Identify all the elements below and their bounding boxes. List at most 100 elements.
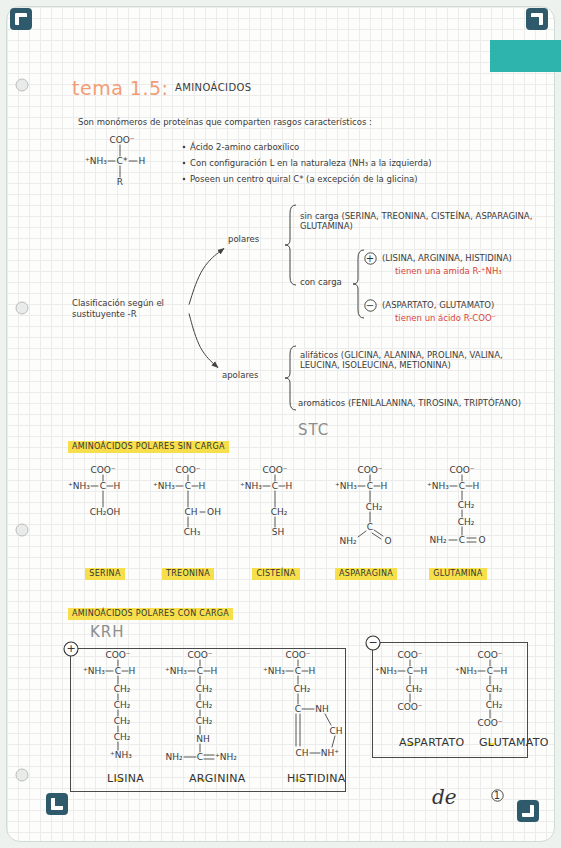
formula-text: ⁺NH₃ xyxy=(83,666,105,677)
formula-text: CH₂ xyxy=(406,684,423,695)
highlight-band: AMINOÁCIDOS POLARES CON CARGA xyxy=(68,608,233,620)
formula-text: H xyxy=(286,481,293,492)
highlight-band: GLUTAMINA xyxy=(429,568,486,580)
formula-text: C xyxy=(197,752,203,763)
formula-text: CH₂ xyxy=(114,732,131,743)
formula-text: H xyxy=(139,156,146,167)
formula-text: CH xyxy=(184,507,197,518)
page-tab xyxy=(490,40,561,72)
bond-line xyxy=(91,475,113,507)
node-text: 1 xyxy=(491,789,504,802)
heading-text: AMINOÁCIDOS xyxy=(175,82,252,94)
formula-text: CH₂ xyxy=(271,507,288,518)
formula-text: H xyxy=(114,481,121,492)
formula-text: CH₂ xyxy=(486,700,503,711)
formula-text: H xyxy=(421,666,428,677)
formula-text: C xyxy=(459,535,465,546)
formula-text: ⁺NH₃ xyxy=(165,666,187,677)
bullet-dot xyxy=(183,178,186,181)
notebook-page xyxy=(6,6,555,842)
formula-text: CH₂ xyxy=(196,700,213,711)
note-text: Poseen un centro quiral C* (a excepción … xyxy=(190,174,418,184)
node-text: − xyxy=(365,635,381,651)
corner-icon xyxy=(55,798,63,806)
formula-text: ⁺NH₃ xyxy=(335,481,357,492)
highlight-band: TREONINA xyxy=(162,568,214,580)
formula-text: C xyxy=(115,666,121,677)
tree-arrow xyxy=(189,249,224,305)
formula-text: CH₂ xyxy=(294,684,311,695)
node-text: AMINOÁCIDOS POLARES CON CARGA xyxy=(72,609,229,618)
punch-hole xyxy=(16,79,28,91)
formula-text: C xyxy=(185,481,191,492)
node-text: + xyxy=(63,641,79,657)
node-text: LISINA xyxy=(107,771,123,787)
formula-text: ⁺NH₃ xyxy=(263,666,285,677)
formula-text: NH⁺ xyxy=(321,748,339,759)
highlight-band: ASPARAGINA xyxy=(335,568,397,580)
formula-text: COO⁻ xyxy=(90,465,115,476)
bond-line xyxy=(184,660,214,759)
corner-icon xyxy=(517,800,539,822)
formula-text: CH₂ xyxy=(114,684,131,695)
formula-text: COO⁻ xyxy=(109,135,134,146)
corner-icon xyxy=(19,17,27,25)
formula-text: C xyxy=(459,481,465,492)
node-text: GLUTAMATO xyxy=(479,735,495,751)
formula-text: COO⁻ xyxy=(262,465,287,476)
formula-text: COO⁻ xyxy=(477,650,502,661)
node-text: ASPARTATO xyxy=(399,735,415,751)
charge-circle: 1 xyxy=(491,789,504,802)
formula-text: ⁺NH₃ xyxy=(110,750,132,761)
highlight-band: HISTIDINA xyxy=(295,779,303,781)
formula-text: C xyxy=(295,704,301,715)
note-text: (ASPARTATO, GLUTAMATO) xyxy=(382,300,494,310)
formula-text: ⁺NH₂ xyxy=(215,752,237,763)
formula-text: ⁺NH₃ xyxy=(240,481,262,492)
highlight-band: LISINA xyxy=(115,779,123,781)
formula-text: CH₂ xyxy=(458,517,475,528)
formula-text: CH₂ xyxy=(196,684,213,695)
formula-text: ⁺NH₃ xyxy=(427,481,449,492)
node-text: HISTIDINA xyxy=(287,771,303,787)
formula-text: COO⁻ xyxy=(187,650,212,661)
formula-text: COO⁻ xyxy=(449,465,474,476)
bond-line xyxy=(449,475,476,542)
formula-text: C xyxy=(100,481,106,492)
page-title: tema 1.5: xyxy=(72,77,168,100)
circle-outline xyxy=(491,789,502,800)
corner-icon xyxy=(522,805,530,813)
formula-text: C xyxy=(487,666,493,677)
bond-line xyxy=(358,475,383,539)
formula-text: COO⁻ xyxy=(477,718,502,729)
charge-circle: + xyxy=(364,252,377,265)
formula-text: H xyxy=(381,481,388,492)
corner-icon xyxy=(531,17,539,25)
highlight-band: SERINA xyxy=(85,568,124,580)
bond-line xyxy=(176,475,205,527)
punch-hole xyxy=(16,302,28,314)
formula-text: H xyxy=(501,666,508,677)
formula-text: CH₂ xyxy=(486,684,503,695)
punch-hole xyxy=(16,524,28,536)
formula-text: C xyxy=(367,481,373,492)
node-text: polares xyxy=(228,234,259,244)
note-text: Son monómeros de proteínas que comparten… xyxy=(78,117,372,127)
formula-text: C xyxy=(197,666,203,677)
bracket xyxy=(285,205,296,285)
bond-line xyxy=(263,475,285,527)
highlight-band: ASPARTATO xyxy=(407,743,415,745)
formula-text: NH₂ xyxy=(429,535,446,546)
formula-text: C xyxy=(367,522,373,533)
highlight-band: AMINOÁCIDOS POLARES SIN CARGA xyxy=(68,441,229,453)
node-text: ARGININA xyxy=(189,771,205,787)
bracket xyxy=(285,346,296,410)
bullet-dot xyxy=(183,146,186,149)
formula-text: NH₂ xyxy=(339,536,356,547)
tree-term: apolares xyxy=(222,370,258,381)
formula-text: CH₂ xyxy=(114,700,131,711)
node-text: GLUTAMINA xyxy=(433,569,482,578)
node-text: AMINOÁCIDOS POLARES SIN CARGA xyxy=(72,442,225,451)
